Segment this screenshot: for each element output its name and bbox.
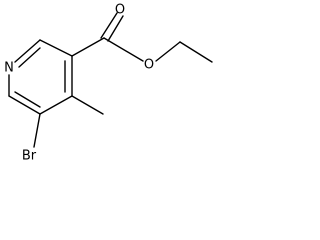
ester-oxygen-label: O (144, 58, 154, 73)
carbonyl-oxygen-label: O (115, 3, 125, 18)
atom-labels: N O O Br (4, 3, 154, 164)
bond-c5-c6 (8, 95, 41, 115)
nitrogen-mask (2, 60, 16, 76)
double-bond-n1-c2 (18, 47, 41, 68)
label-masks (2, 2, 156, 164)
bond-carbonyl-to-ester-oxygen (103, 37, 144, 62)
bromine-mask (16, 146, 40, 164)
nitrogen-label: N (4, 61, 14, 76)
pyridine-ring (8, 39, 73, 115)
bond-c4-methyl (71, 95, 104, 115)
bromine-label: Br (22, 149, 37, 164)
bond-n1-c2 (14, 39, 41, 63)
bond-ester-oxygen-to-ch2 (155, 41, 181, 62)
ester-group (71, 12, 213, 63)
bond-c3-carbonyl-carbon (71, 37, 105, 57)
double-bond-c5-c6 (14, 91, 41, 108)
bond-ch2-to-ch3 (179, 41, 213, 63)
bond-c5-bromine (33, 113, 41, 148)
bond-c2-c3 (39, 39, 73, 57)
bond-c4-c5 (39, 95, 73, 115)
ester-oxygen-mask (142, 57, 156, 73)
substituents (33, 95, 104, 148)
chemical-structure-diagram: N O O Br (2, 2, 213, 164)
bond-carbonyl-double-a (100, 12, 118, 39)
bond-carbonyl-double-b (107, 15, 124, 42)
